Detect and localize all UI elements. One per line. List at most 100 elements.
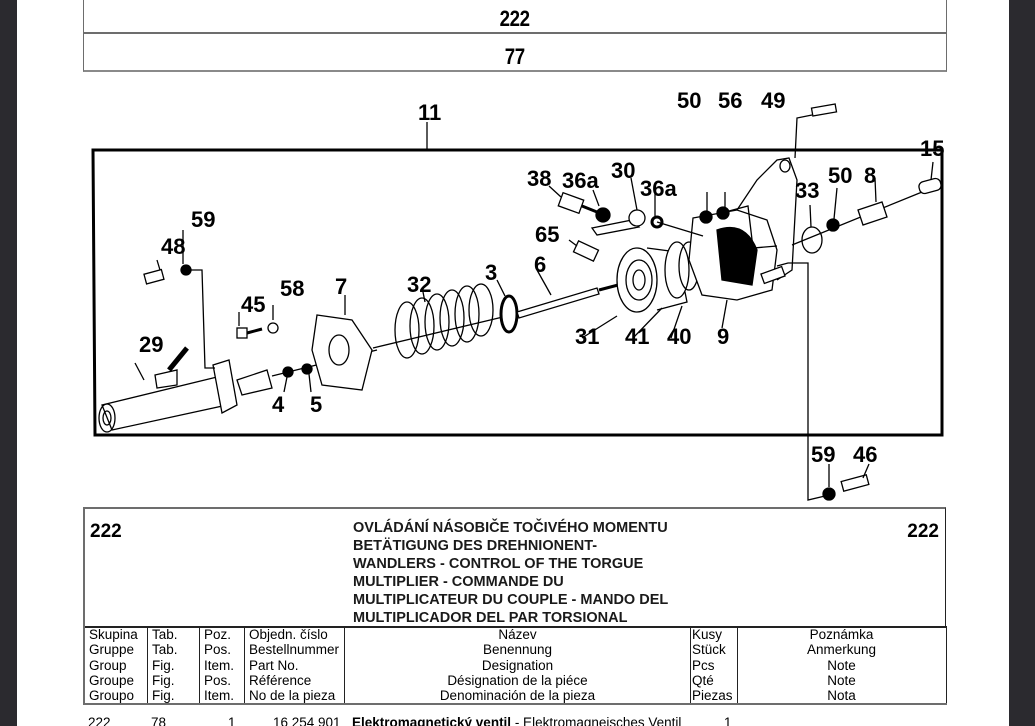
title-line: WANDLERS - CONTROL OF THE TORGUE xyxy=(353,556,644,572)
column-header-qty: Kusy Stück Pcs Qté Piezas xyxy=(690,626,738,705)
row-name-primary: Elektromagnetický ventil xyxy=(352,715,512,726)
header-label: Designation xyxy=(481,657,554,673)
callout-49: 49 xyxy=(761,88,785,113)
header-label: Note xyxy=(827,657,856,673)
release-bearing-part xyxy=(616,241,700,313)
group-number-left: 222 xyxy=(90,521,122,542)
header-label: Note xyxy=(827,672,856,688)
header-label: Anmerkung xyxy=(807,642,877,658)
header-label: Part No. xyxy=(249,657,299,673)
callout-46: 46 xyxy=(853,442,877,467)
header-label: Référence xyxy=(249,672,312,688)
section-title: OVLÁDÁNÍ NÁSOBIČE TOČIVÉHO MOMENTU BETÄT… xyxy=(353,519,713,627)
callout-45: 45 xyxy=(241,292,265,317)
table-number: 77 xyxy=(505,44,525,69)
callout-50-right: 50 xyxy=(828,163,852,188)
group-number: 222 xyxy=(500,6,530,31)
header-label: Group xyxy=(89,657,127,673)
title-line: MULTIPLICADOR DEL PAR TORSIONAL xyxy=(353,610,628,626)
header-label: Tab. xyxy=(152,627,178,642)
header-label: Piezas xyxy=(692,688,733,704)
exploded-parts-diagram: 11 50 56 49 15 38 36a 30 36a 33 50 8 65 … xyxy=(77,80,957,505)
header-label: Tab. xyxy=(152,642,178,658)
row-qty: 1 xyxy=(724,715,732,726)
callout-8: 8 xyxy=(864,163,876,188)
column-header-position: Poz. Pos. Item. Pos. Item. xyxy=(199,626,245,705)
master-cylinder-part xyxy=(98,346,273,433)
callout-58: 58 xyxy=(280,276,304,301)
spring-part xyxy=(394,283,494,359)
group-number-right: 222 xyxy=(907,521,939,542)
parts-catalog-page: 222 77 xyxy=(17,0,1009,726)
header-label: Fig. xyxy=(152,657,175,673)
header-label: Pos. xyxy=(204,672,232,688)
header-label: Fig. xyxy=(152,672,175,688)
header-label: Gruppe xyxy=(89,642,135,658)
column-header-note: Poznámka Anmerkung Note Note Nota xyxy=(736,626,947,705)
column-header-group: Skupina Gruppe Group Groupe Groupo xyxy=(83,626,148,705)
callout-4: 4 xyxy=(272,392,285,417)
title-line: MULTIPLICATEUR DU COUPLE - MANDO DEL xyxy=(353,592,669,608)
callout-40: 40 xyxy=(667,324,691,349)
callout-59-bottom: 59 xyxy=(811,442,835,467)
header-label: Désignation de la piéce xyxy=(447,672,588,688)
row-part-no: 16 254 901 xyxy=(273,715,341,726)
parts-table-row: 222 78 1 16 254 901 Elektromagnetický ve… xyxy=(17,715,1009,726)
header-label: Pcs xyxy=(692,657,715,673)
housing-part xyxy=(688,157,798,301)
header-label: No de la pieza xyxy=(249,688,336,704)
header-label: Fig. xyxy=(152,688,175,704)
row-group: 222 xyxy=(88,715,111,726)
callout-30: 30 xyxy=(611,158,635,183)
header-label: Stück xyxy=(692,642,726,658)
callout-36a-first: 36a xyxy=(562,168,599,193)
header-label: Kusy xyxy=(692,627,723,642)
callout-38: 38 xyxy=(527,166,551,191)
header-label: Poznámka xyxy=(809,627,874,642)
callout-7: 7 xyxy=(335,274,347,299)
header-label: Název xyxy=(498,627,537,642)
row-table: 78 xyxy=(151,715,167,726)
header-label: Pos. xyxy=(204,642,232,658)
row-name: Elektromagnetický ventil - Elektromagnei… xyxy=(352,715,681,726)
title-line: BETÄTIGUNG DES DREHNIONENT- xyxy=(353,538,598,554)
callout-65: 65 xyxy=(535,222,559,247)
header-label: Denominación de la pieza xyxy=(439,688,596,704)
callout-41: 41 xyxy=(625,324,649,349)
header-label: Item. xyxy=(204,657,235,673)
header-label: Objedn. číslo xyxy=(249,627,328,642)
callout-5: 5 xyxy=(310,392,322,417)
callout-59-left: 59 xyxy=(191,207,215,232)
header-label: Groupo xyxy=(89,688,135,704)
callout-48: 48 xyxy=(161,234,185,259)
column-header-part-no: Objedn. číslo Bestellnummer Part No. Réf… xyxy=(244,626,345,705)
header-label: Item. xyxy=(204,688,235,704)
header-label: Groupe xyxy=(89,672,135,688)
header-label: Poz. xyxy=(204,627,232,642)
callout-9: 9 xyxy=(717,324,729,349)
row-position: 1 xyxy=(228,715,236,726)
title-block: 222 OVLÁDÁNÍ NÁSOBIČE TOČIVÉHO MOMENTU B… xyxy=(83,507,946,628)
callout-6: 6 xyxy=(534,252,546,277)
title-line: MULTIPLIER - COMMANDE DU xyxy=(353,574,564,590)
table-header: 77 xyxy=(83,34,947,72)
callout-31: 31 xyxy=(575,324,599,349)
header-label: Qté xyxy=(692,672,714,688)
header-label: Bestellnummer xyxy=(249,642,340,658)
callout-56: 56 xyxy=(718,88,742,113)
column-header-table: Skupina Gruppe Group Groupe Groupo Tab. … xyxy=(83,626,947,706)
row-name-translation: - Elektromagneisches Ventil xyxy=(511,715,682,726)
callout-3: 3 xyxy=(485,260,497,285)
callout-29: 29 xyxy=(139,332,163,357)
callout-32: 32 xyxy=(407,272,431,297)
callout-33: 33 xyxy=(795,178,819,203)
header-label: Nota xyxy=(827,688,856,704)
callout-36a-second: 36a xyxy=(640,176,677,201)
callout-50-top: 50 xyxy=(677,88,701,113)
callout-15: 15 xyxy=(920,136,944,161)
callout-11: 11 xyxy=(418,100,441,125)
assembly-frame xyxy=(91,148,944,437)
header-label: Skupina xyxy=(89,627,138,642)
column-header-table-no: Tab. Tab. Fig. Fig. Fig. xyxy=(147,626,200,705)
column-header-name: Název Benennung Designation Désignation … xyxy=(344,626,691,705)
